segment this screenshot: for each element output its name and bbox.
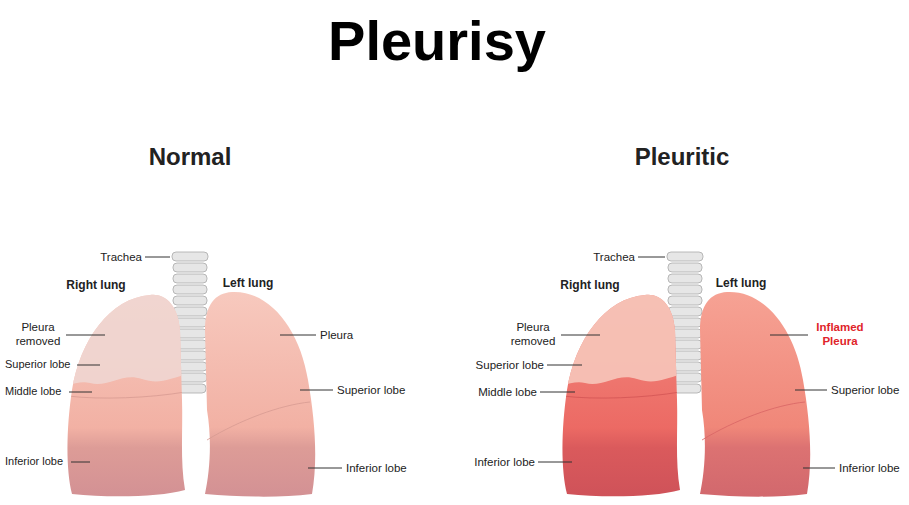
lung-name: Left lung: [223, 276, 274, 291]
part-label: Inferior lobe: [839, 461, 900, 475]
inflamed-label: Inflamed Pleura: [810, 320, 870, 349]
part-label: Superior lobe: [5, 358, 70, 372]
lung-name: Left lung: [716, 276, 767, 291]
normal-lungs: [60, 252, 315, 497]
part-label: Trachea: [100, 250, 142, 264]
part-label: Pleura: [320, 328, 353, 342]
panel-heading: Normal: [149, 142, 232, 172]
part-label: Pleura removed: [507, 320, 559, 349]
part-label: Inferior lobe: [346, 461, 407, 475]
panel-heading: Pleuritic: [635, 142, 730, 172]
pleuritic-lungs: [555, 252, 810, 497]
part-label: Superior lobe: [831, 383, 899, 397]
lung-name: Right lung: [560, 278, 619, 293]
part-label: Pleura removed: [12, 320, 64, 349]
part-label: Inferior lobe: [474, 455, 535, 469]
part-label: Middle lobe: [478, 385, 537, 399]
part-label: Middle lobe: [5, 385, 61, 399]
part-label: Superior lobe: [337, 383, 405, 397]
diagram-title: Pleurisy: [328, 8, 546, 73]
part-label: Trachea: [593, 250, 635, 264]
lung-name: Right lung: [66, 278, 125, 293]
leader-lines: [66, 257, 835, 468]
part-label: Superior lobe: [476, 358, 544, 372]
left-lung-shape: [700, 292, 810, 497]
left-lung-shape: [205, 292, 315, 497]
part-label: Inferior lobe: [5, 455, 63, 469]
